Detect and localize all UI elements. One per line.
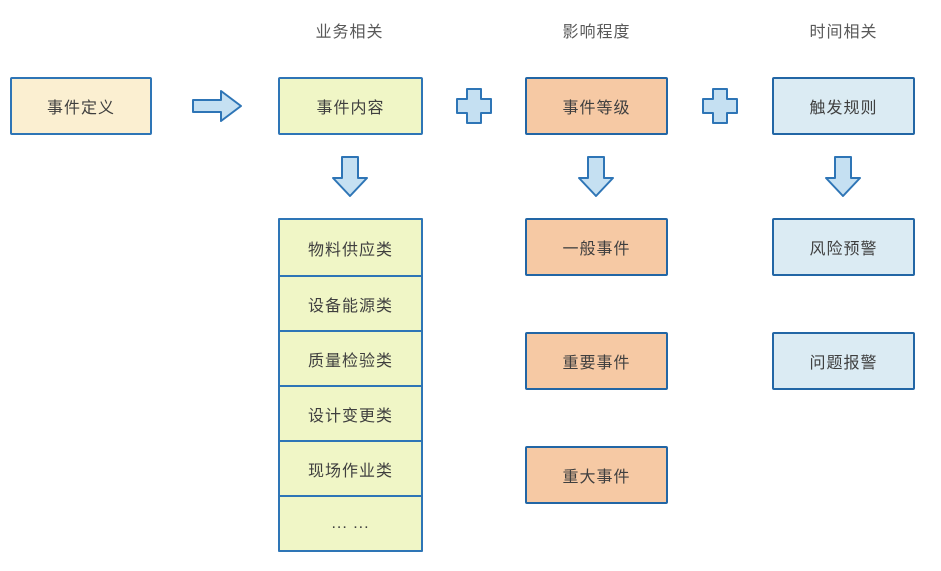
impact-level-box: 一般事件	[525, 218, 668, 276]
list-item: 设备能源类	[280, 275, 421, 330]
impact-level-box: 重大事件	[525, 446, 668, 504]
down-arrow-icon	[577, 156, 615, 198]
event-content-box: 事件内容	[278, 77, 423, 135]
column-header-business: 业务相关	[315, 24, 384, 41]
column-header-impact: 影响程度	[562, 24, 631, 41]
list-item: 设计变更类	[280, 385, 421, 440]
plus-icon	[701, 87, 739, 125]
down-arrow-icon	[824, 156, 862, 198]
event-level-box: 事件等级	[525, 77, 668, 135]
trigger-rule-box: 触发规则	[772, 77, 915, 135]
right-arrow-icon	[192, 88, 244, 124]
list-item: 质量检验类	[280, 330, 421, 385]
list-item: 现场作业类	[280, 440, 421, 495]
down-arrow-icon	[331, 156, 369, 198]
list-item: ... ...	[280, 495, 421, 550]
list-item: 物料供应类	[307, 241, 393, 259]
plus-icon	[455, 87, 493, 125]
event-definition-box: 事件定义	[10, 77, 152, 135]
business-category-list: 物料供应类 设备能源类 质量检验类 设计变更类 现场作业类 ... ...	[278, 218, 423, 552]
column-header-time: 时间相关	[809, 24, 878, 41]
impact-level-box: 重要事件	[525, 332, 668, 390]
time-alert-box: 风险预警	[772, 218, 915, 276]
time-alert-box: 问题报警	[772, 332, 915, 390]
